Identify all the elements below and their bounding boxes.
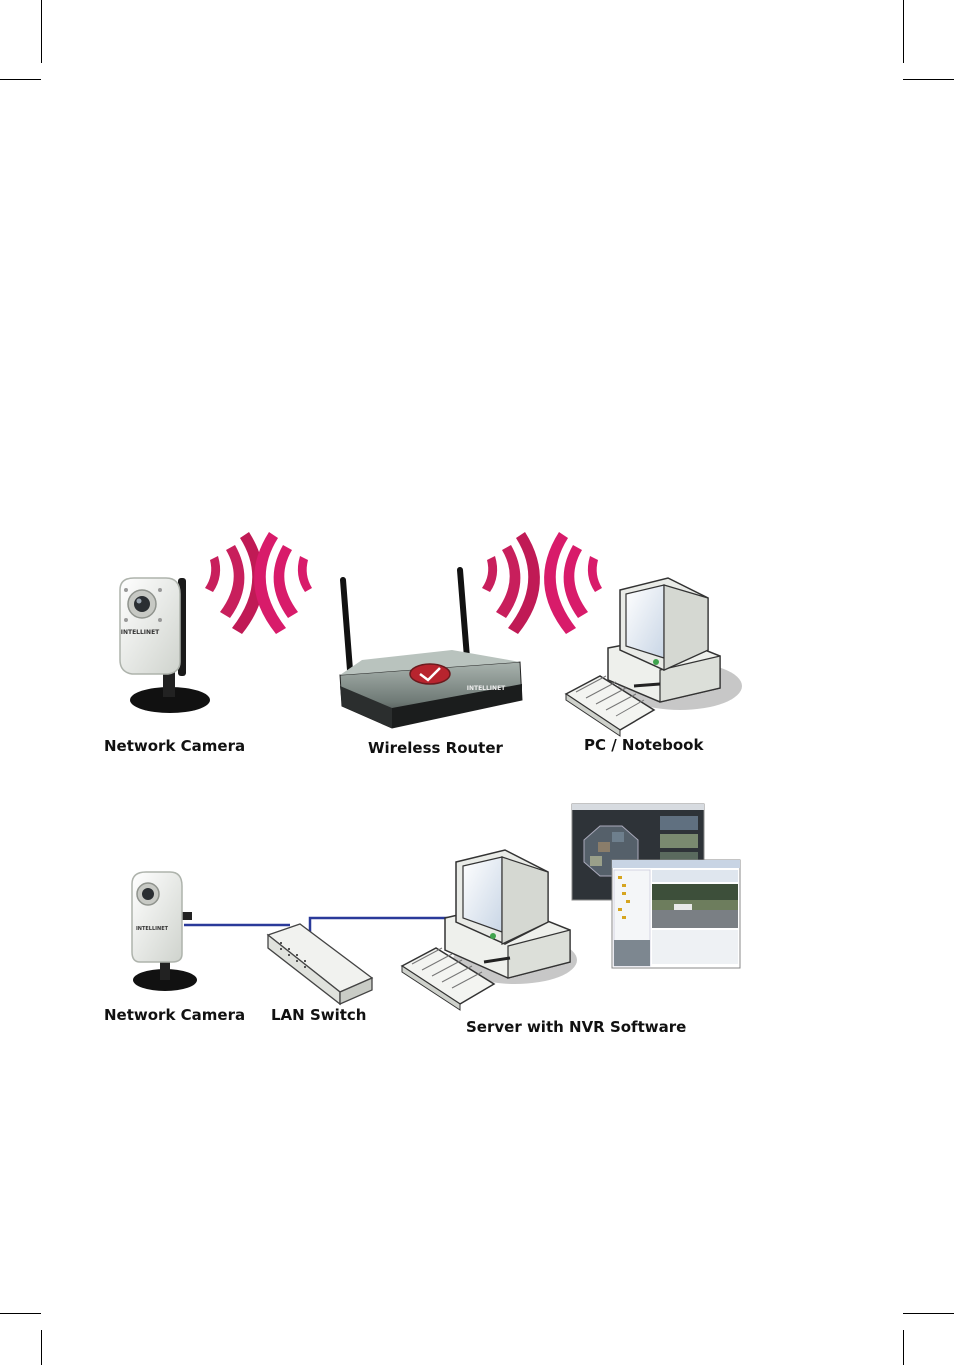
- label-wireless-router: Wireless Router: [368, 739, 503, 757]
- label-lan-switch: LAN Switch: [271, 1006, 367, 1024]
- label-server-nvr: Server with NVR Software: [466, 1018, 686, 1036]
- wireless-router: INTELLINET: [340, 570, 522, 728]
- lan-switch: [268, 924, 372, 1004]
- label-network-camera-top: Network Camera: [104, 737, 245, 755]
- network-cables: [184, 918, 452, 935]
- network-camera-bottom: INTELLINET: [132, 872, 197, 991]
- cable-switch-to-server: [310, 918, 452, 935]
- camera-logo: INTELLINET: [121, 629, 160, 636]
- server-computer: [402, 850, 577, 1010]
- wireless-waves-right: [482, 532, 602, 634]
- label-pc-notebook: PC / Notebook: [584, 736, 703, 754]
- pc-computer: [566, 578, 742, 736]
- network-camera-top: INTELLINET: [120, 578, 210, 713]
- label-network-camera-bottom: Network Camera: [104, 1006, 245, 1024]
- wireless-waves-left: [205, 532, 312, 634]
- camera-logo: INTELLINET: [136, 926, 169, 932]
- router-logo: INTELLINET: [467, 685, 506, 692]
- nvr-software-screenshot-front: [612, 860, 740, 968]
